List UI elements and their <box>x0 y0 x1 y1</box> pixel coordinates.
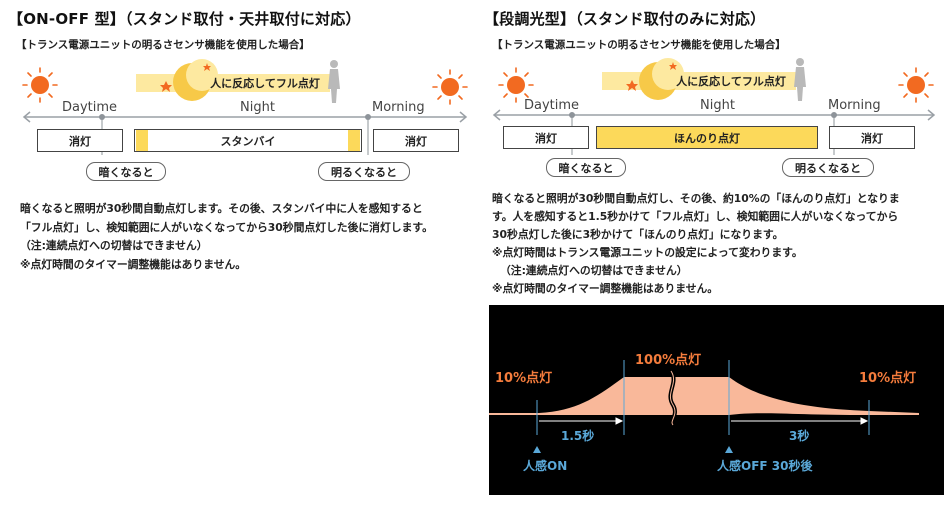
sun-icon <box>22 67 58 103</box>
low-level-left-label: 10%点灯 <box>495 371 553 386</box>
dim-light-box: ほんのり点灯 <box>596 126 818 149</box>
person-icon <box>794 58 806 101</box>
moon-icon <box>160 59 218 101</box>
on-off-type-panel: 【ON-OFF 型】（スタンド取付・天井取付に対応） 【トランス電源ユニットの明… <box>0 0 475 507</box>
time-axis <box>22 111 468 123</box>
timeline-diagram: Daytime Night Morning 人に反応してフル点灯 消灯 ほんのり… <box>476 55 943 195</box>
description-line: ※点灯時間のタイマー調整機能はありません。 <box>20 257 247 271</box>
full-level-label: 100%点灯 <box>635 353 702 368</box>
sensor-off-arrow <box>725 446 733 453</box>
timeline-diagram: Daytime Night Morning 人に反応してフル点灯 消灯 スタンバ… <box>0 55 475 195</box>
morning-label: Morning <box>828 98 881 113</box>
sun-icon <box>432 69 468 105</box>
description: 暗くなると照明が30秒間自動点灯します。その後、スタンバイ中に人を感知すると 「… <box>20 200 475 274</box>
bright-trigger-pill: 明るくなると <box>782 158 874 177</box>
off-box-right: 消灯 <box>829 126 915 149</box>
timeline-graphic <box>492 58 936 155</box>
time-axis <box>492 109 936 121</box>
sensor-on-arrow <box>533 446 541 453</box>
banner-label: 人に反応してフル点灯 <box>210 77 320 90</box>
description-line: 暗くなると照明が30秒間自動点灯し、その後、約10%の「ほんのり点灯」となりま <box>492 192 900 205</box>
ramp-down-duration: 3秒 <box>789 429 810 443</box>
dimming-diagram: 10%点灯 100%点灯 10%点灯 1.5秒 3秒 人感ON 人感OFF 30… <box>489 305 944 495</box>
sensor-off-label: 人感OFF 30秒後 <box>717 459 813 473</box>
description-line: 「フル点灯」し、検知範囲に人がいなくなってから30秒間点灯した後に消灯します。 <box>20 220 433 234</box>
morning-label: Morning <box>372 100 425 115</box>
sensor-on-label: 人感ON <box>523 459 568 473</box>
daytime-label: Daytime <box>62 100 118 115</box>
night-label: Night <box>240 100 275 115</box>
daytime-label: Daytime <box>524 98 580 113</box>
panel-subtitle: 【トランス電源ユニットの明るさセンサ機能を使用した場合】 <box>492 39 786 51</box>
off-box-left: 消灯 <box>503 126 589 149</box>
description-line: 30秒点灯した後に3秒かけて「ほんのり点灯」になります。 <box>492 228 784 241</box>
dark-trigger-pill: 暗くなると <box>86 162 166 181</box>
dimming-curve-graphic <box>489 360 919 453</box>
moon-icon <box>626 58 684 100</box>
standby-cap-left <box>136 130 148 151</box>
off-box-left: 消灯 <box>37 129 123 152</box>
dimming-curve <box>489 377 919 415</box>
description-line: （注:連続点灯への切替はできません） <box>20 239 208 252</box>
bright-trigger-pill: 明るくなると <box>318 162 410 181</box>
low-level-right-label: 10%点灯 <box>859 371 917 386</box>
standby-box: スタンバイ <box>134 129 362 152</box>
sun-icon <box>898 67 934 103</box>
description-line: ※点灯時間はトランス電源ユニットの設定によって変わります。 <box>492 246 803 259</box>
dark-trigger-pill: 暗くなると <box>546 158 626 177</box>
guide-lines <box>536 360 870 435</box>
person-icon <box>328 60 340 103</box>
duration-arrows <box>539 417 869 425</box>
panel-title: 【段調光型】（スタンド取付のみに対応） <box>484 10 766 28</box>
off-box-right: 消灯 <box>373 129 459 152</box>
sun-icon <box>498 67 534 103</box>
timeline-graphic <box>22 59 468 155</box>
description-line: す。人を感知すると1.5秒かけて「フル点灯」し、検知範囲に人がいなくなってから <box>492 210 899 223</box>
ramp-up-duration: 1.5秒 <box>561 429 595 443</box>
panel-subtitle: 【トランス電源ユニットの明るさセンサ機能を使用した場合】 <box>16 39 310 51</box>
description-line: ※点灯時間のタイマー調整機能はありません。 <box>492 282 719 295</box>
description-line: 暗くなると照明が30秒間自動点灯します。その後、スタンバイ中に人を感知すると <box>20 202 423 215</box>
night-label: Night <box>700 98 735 113</box>
description-line: （注:連続点灯への切替はできません） <box>500 264 688 277</box>
panel-title: 【ON-OFF 型】（スタンド取付・天井取付に対応） <box>8 10 361 28</box>
step-dimming-panel: 【段調光型】（スタンド取付のみに対応） 【トランス電源ユニットの明るさセンサ機能… <box>484 0 951 507</box>
banner-label: 人に反応してフル点灯 <box>676 75 786 88</box>
description: 暗くなると照明が30秒間自動点灯し、その後、約10%の「ほんのり点灯」となりま … <box>492 190 947 298</box>
standby-cap-right <box>348 130 360 151</box>
